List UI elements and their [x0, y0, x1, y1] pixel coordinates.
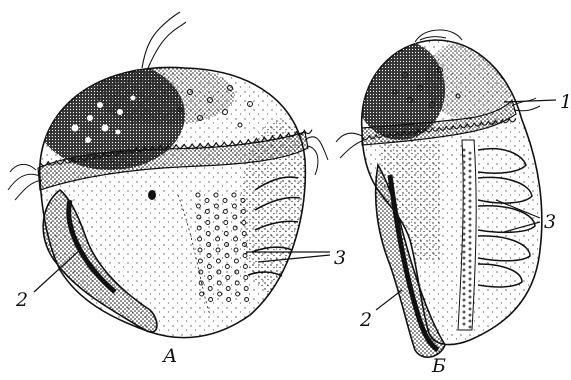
- label-3-a: 3: [334, 247, 346, 269]
- caption-a: А: [161, 345, 177, 367]
- caption-b: Б: [431, 355, 446, 377]
- label-1: 1: [560, 91, 571, 113]
- label-3-b: 3: [544, 211, 556, 233]
- label-2-b: 2: [359, 309, 372, 331]
- apical-cilia-a: [142, 12, 186, 68]
- label-2-a: 2: [15, 289, 28, 311]
- organism-a: [8, 12, 328, 338]
